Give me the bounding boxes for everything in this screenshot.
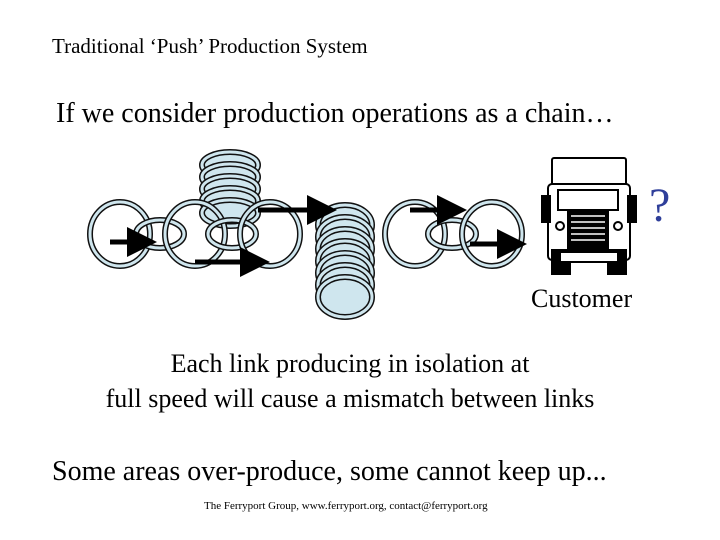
- footer-credit: The Ferryport Group, www.ferryport.org, …: [204, 500, 488, 512]
- message-line-2: full speed will cause a mismatch between…: [105, 384, 595, 413]
- stacked-links-bottom: [315, 202, 375, 320]
- intro-text: If we consider production operations as …: [56, 98, 614, 129]
- slide-title: Traditional ‘Push’ Production System: [52, 34, 368, 58]
- question-mark: ?: [649, 179, 671, 232]
- truck-icon: [541, 157, 637, 275]
- message-line-1: Each link producing in isolation at: [170, 349, 530, 378]
- arrow-icon: [110, 195, 527, 277]
- conclusion-text: Some areas over-produce, some cannot kee…: [52, 456, 607, 487]
- customer-label: Customer: [531, 284, 633, 313]
